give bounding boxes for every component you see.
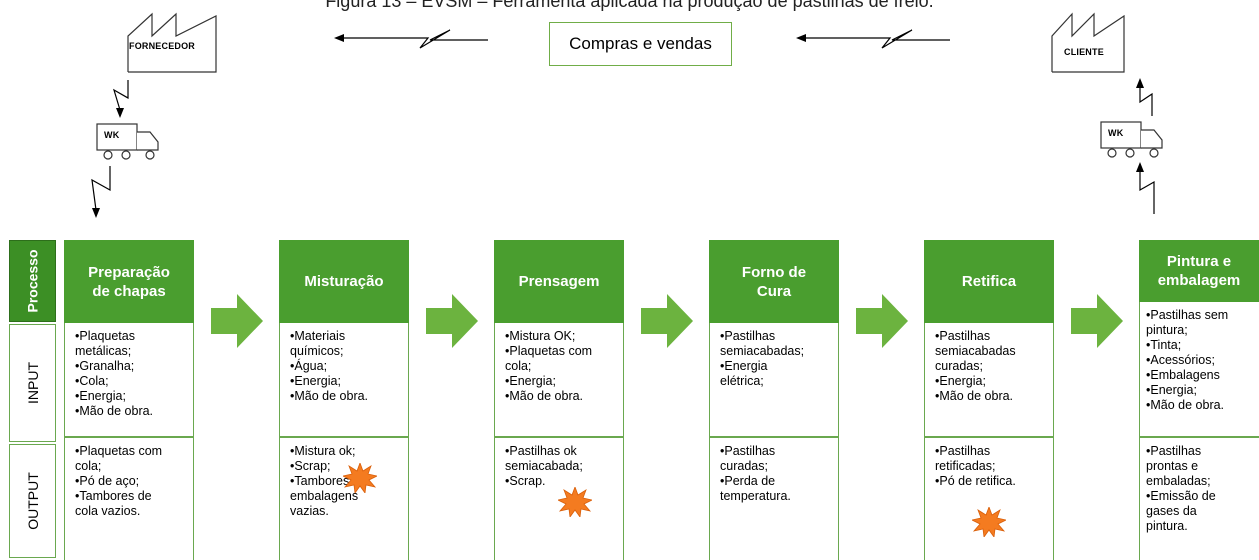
supplier-truck-label: WK (104, 130, 120, 140)
flow-arrow-icon (426, 294, 478, 348)
customer-truck-icon (1100, 121, 1163, 158)
truck-to-process-arrow (91, 166, 111, 218)
row-label-output: OUTPUT (9, 444, 56, 558)
info-flow-arrow-right-in (796, 29, 950, 49)
process-title: Prensagem (494, 240, 624, 323)
process-title: Misturação (279, 240, 409, 323)
customer-factory-icon (1051, 12, 1125, 73)
process-to-truck-arrow (1136, 162, 1155, 214)
figure-caption: Figura 13 – EVSM – Ferramenta aplicada n… (325, 0, 934, 11)
process-input: •Mistura OK;•Plaquetas com cola;•Energia… (494, 323, 624, 436)
supplier-truck-icon (96, 123, 159, 160)
customer-label: CLIENTE (1064, 47, 1104, 57)
kaizen-burst-icon (972, 507, 1006, 537)
flow-arrow-icon (641, 294, 693, 348)
kaizen-burst-icon (558, 487, 592, 517)
flow-arrow-icon (1071, 294, 1123, 348)
flow-arrow-icon (856, 294, 908, 348)
supplier-to-truck-arrow (112, 80, 129, 118)
supplier-label: FORNECEDOR (129, 41, 196, 51)
row-label-process: Processo (9, 240, 56, 322)
customer-truck-label: WK (1108, 128, 1124, 138)
row-label-input: INPUT (9, 324, 56, 442)
purchases-sales-box: Compras e vendas (549, 22, 732, 66)
info-flow-arrow-left (334, 29, 488, 49)
process-title: Retifica (924, 240, 1054, 323)
kaizen-burst-icon (343, 463, 377, 493)
flow-arrow-icon (211, 294, 263, 348)
truck-to-customer-arrow (1136, 78, 1153, 116)
process-column-prensagem: Prensagem •Mistura OK;•Plaquetas com col… (494, 240, 624, 560)
supplier-factory-icon (127, 12, 217, 73)
